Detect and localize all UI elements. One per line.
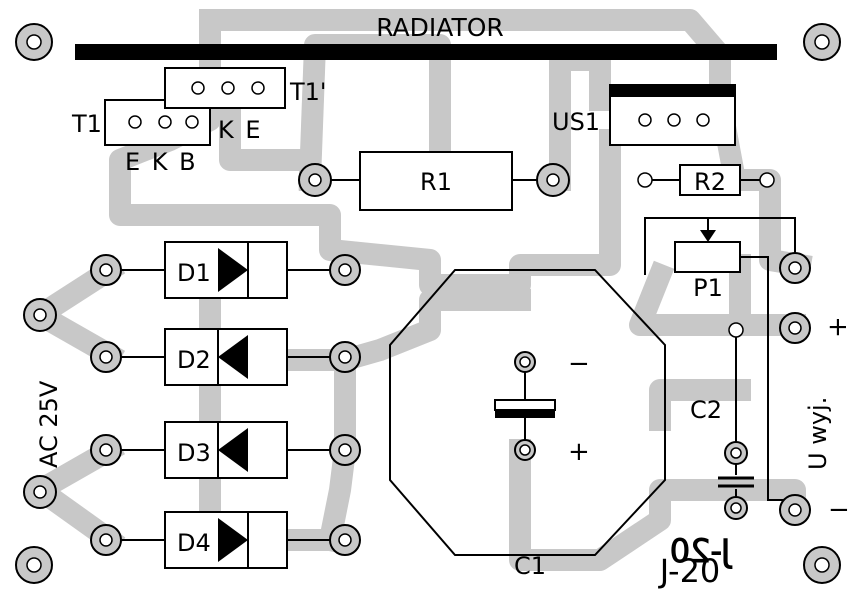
radiator-label: RADIATOR <box>376 13 504 42</box>
p1-label: P1 <box>693 274 723 302</box>
ac-input-label: AC 25V <box>35 380 63 468</box>
c1-outline <box>389 269 666 556</box>
t1-label: T1 <box>71 110 102 138</box>
transistor-t1-prime <box>164 67 286 109</box>
r2-label: R2 <box>694 168 726 196</box>
c2-label: C2 <box>690 396 722 424</box>
d3-label: D3 <box>177 439 211 467</box>
d1-label: D1 <box>177 259 211 287</box>
output-voltage-label: U wyj. <box>804 397 832 470</box>
c1-label: C1 <box>514 552 546 580</box>
r1-label: R1 <box>420 168 452 196</box>
resistor-r1 <box>298 151 570 211</box>
mounting-holes <box>15 23 841 584</box>
ac-input-terminals <box>23 298 57 509</box>
capacitor-c1 <box>494 351 556 461</box>
capacitor-c2 <box>718 322 754 520</box>
potentiometer-p1 <box>644 217 811 501</box>
t1-pin-labels: E K B <box>125 148 198 176</box>
diode-d4 <box>90 511 361 569</box>
diode-d3 <box>90 421 361 479</box>
c1-plus-label: + <box>568 437 590 467</box>
us1-label: US1 <box>552 108 600 136</box>
t1-prime-label: T1' <box>289 78 327 106</box>
d2-label: D2 <box>177 346 211 374</box>
c1-minus-label: − <box>568 349 590 379</box>
t1-prime-pin-labels: K E <box>218 116 263 144</box>
output-plus-label: + <box>823 316 853 338</box>
board-code-mirrored: J-20 <box>670 532 733 570</box>
diode-d1 <box>90 241 361 299</box>
output-minus-label: − <box>828 495 850 525</box>
output-terminals <box>779 312 811 526</box>
board-code-label: J-20 <box>658 552 721 590</box>
diode-d2 <box>90 328 361 386</box>
d4-label: D4 <box>177 529 211 557</box>
radiator-bar <box>75 44 777 60</box>
regulator-us1 <box>609 84 736 146</box>
resistor-r2 <box>637 164 775 196</box>
